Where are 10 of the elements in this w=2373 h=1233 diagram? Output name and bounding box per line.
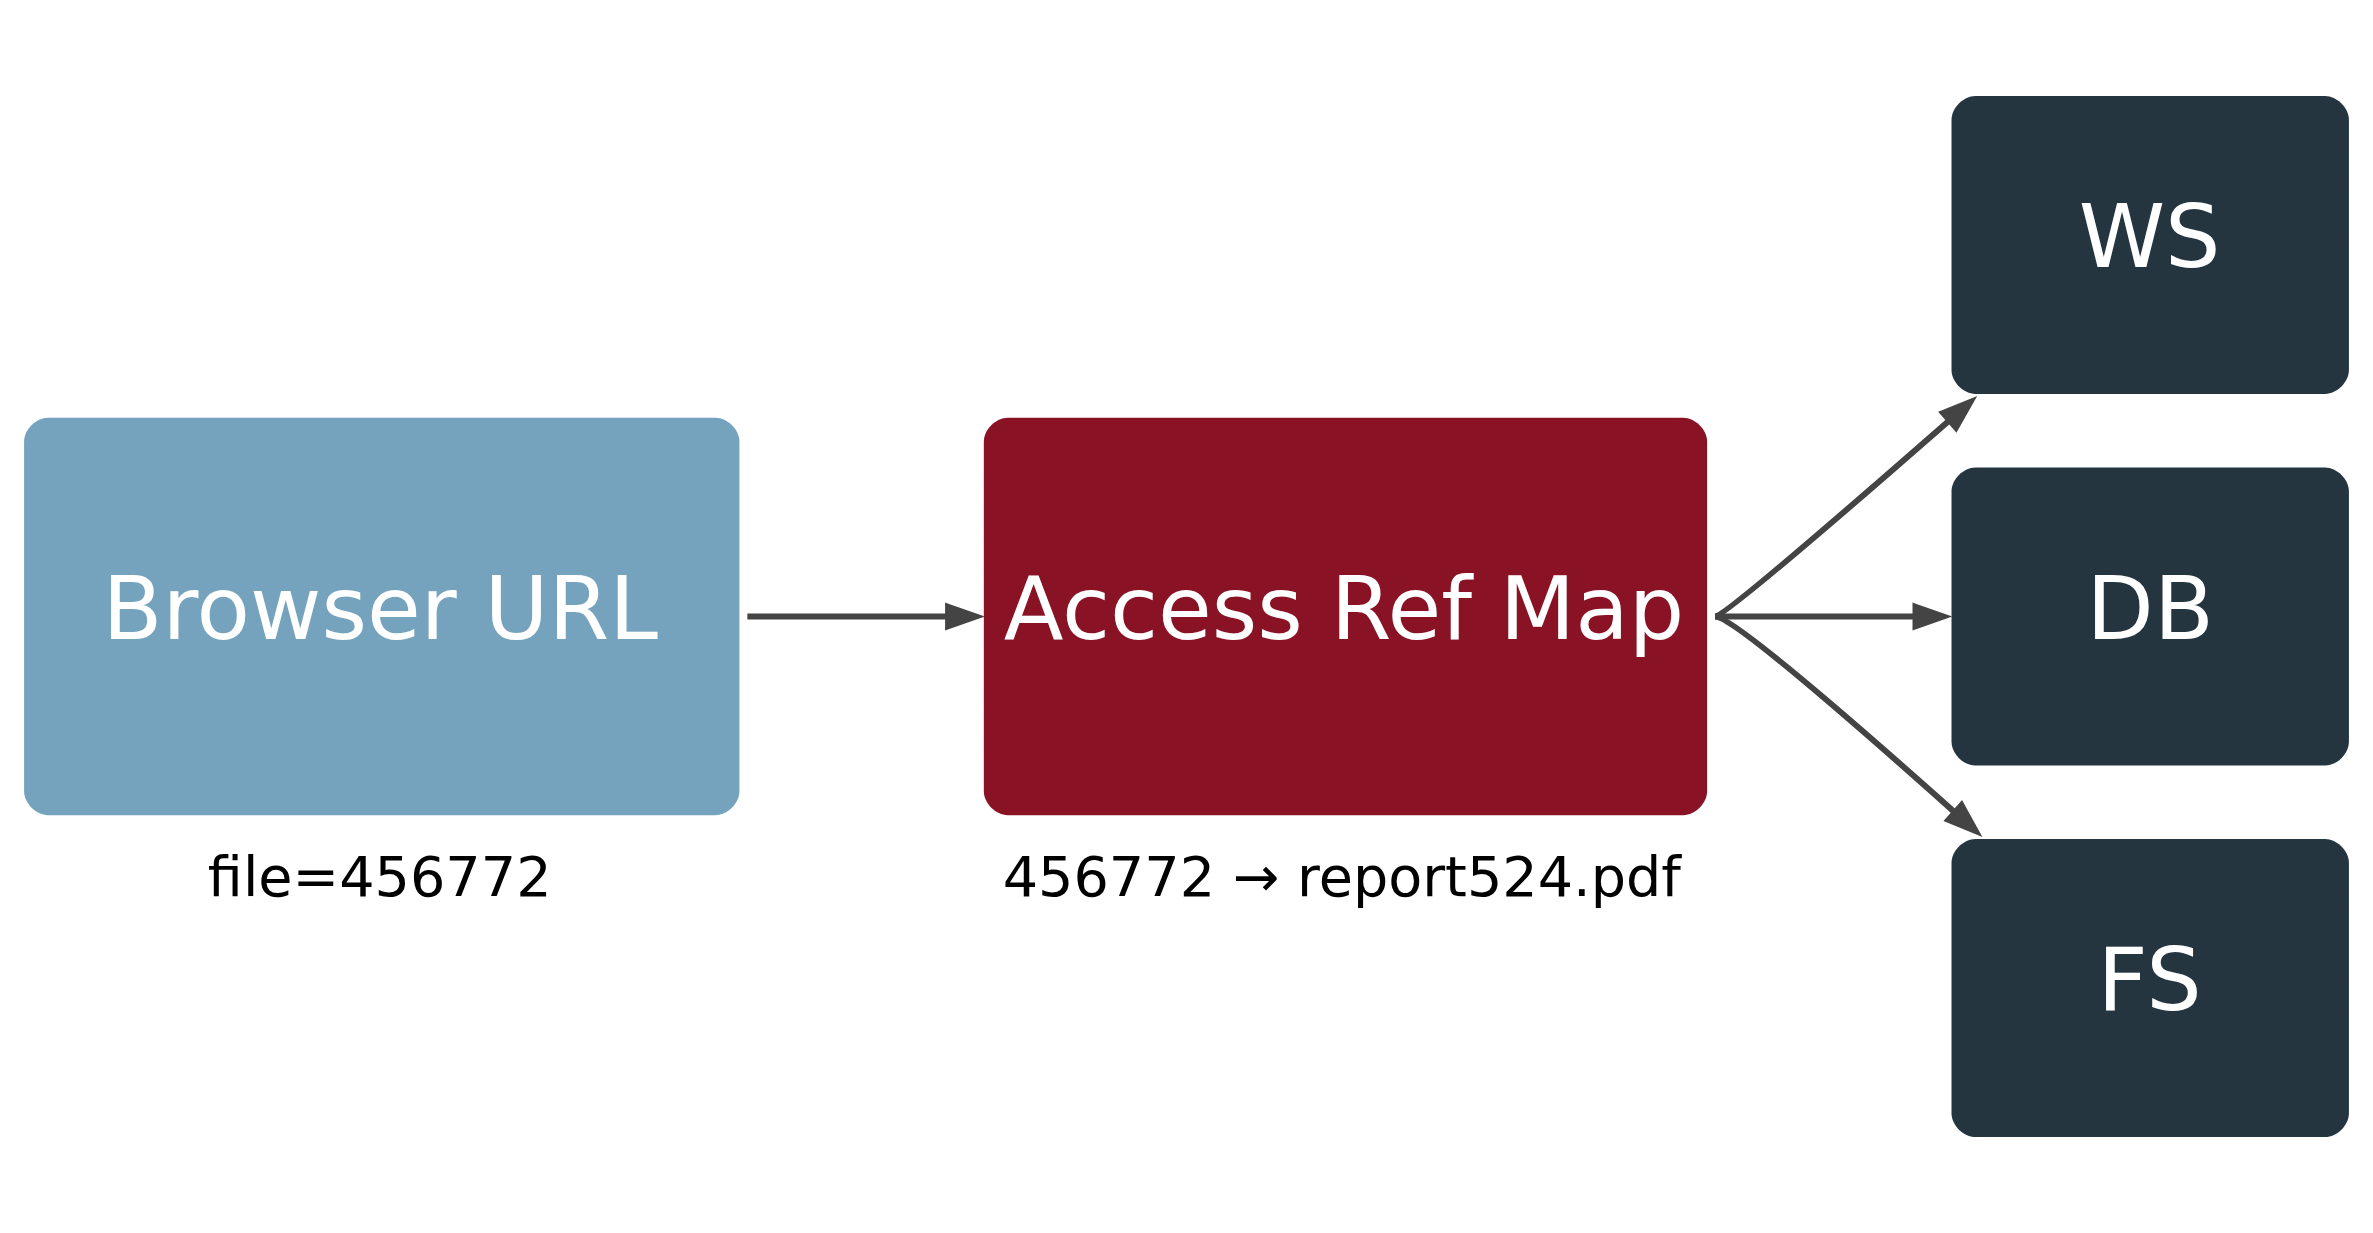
arrow <box>747 602 985 631</box>
node-box: Access Ref Map <box>983 417 1708 816</box>
node-label: file=456772 <box>207 844 552 910</box>
arrow <box>1714 613 1983 838</box>
node-box: DB <box>1951 467 2349 766</box>
node-box: WS <box>1951 95 2349 394</box>
node-box: FS <box>1951 839 2349 1138</box>
arrow <box>1713 396 1978 620</box>
node-label: 456772 → report524.pdf <box>1002 844 1681 910</box>
node-box: Browser URL <box>24 417 740 816</box>
